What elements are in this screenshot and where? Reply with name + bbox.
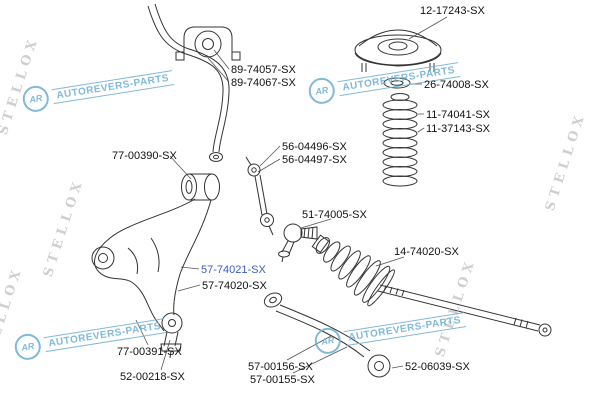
stabilizer-link-drawing xyxy=(245,156,274,236)
ar-logo-icon: AR xyxy=(20,83,51,114)
part-label-77-00391-sx[interactable]: 77-00391-SX xyxy=(117,346,182,358)
ar-logo-icon: AR xyxy=(12,331,43,362)
part-label-89-74067-sx[interactable]: 89-74067-SX xyxy=(231,77,296,89)
part-label-57-00155-sx[interactable]: 57-00155-SX xyxy=(250,374,315,386)
part-label-11-74041-sx[interactable]: 11-74041-SX xyxy=(426,109,491,121)
part-label-51-74005-sx[interactable]: 51-74005-SX xyxy=(302,209,367,221)
part-label-26-74008-sx[interactable]: 26-74008-SX xyxy=(424,79,489,91)
leader-lines xyxy=(135,16,448,374)
strut-bearing-drawing xyxy=(383,77,411,89)
part-label-57-00156-sx[interactable]: 57-00156-SX xyxy=(248,361,313,373)
tie-rod-end-drawing xyxy=(278,223,318,263)
part-label-77-00390-sx[interactable]: 77-00390-SX xyxy=(112,150,177,162)
part-label-52-06039-sx[interactable]: 52-06039-SX xyxy=(405,361,470,373)
part-label-14-74020-sx[interactable]: 14-74020-SX xyxy=(394,246,459,258)
part-label-52-00218-sx[interactable]: 52-00218-SX xyxy=(120,371,185,383)
control-arm-drawing xyxy=(91,173,220,359)
strut-mount-drawing xyxy=(354,29,442,72)
part-label-56-04497-sx[interactable]: 56-04497-SX xyxy=(282,154,347,166)
ar-logo-icon: AR xyxy=(312,325,343,356)
part-label-57-74020-sx[interactable]: 57-74020-SX xyxy=(202,280,267,292)
part-label-11-37143-sx[interactable]: 11-37143-SX xyxy=(426,123,491,135)
stabilizer-bar-drawing xyxy=(147,3,230,162)
part-label-89-74057-sx[interactable]: 89-74057-SX xyxy=(231,64,296,76)
steering-rack-boot-drawing xyxy=(311,234,395,307)
ar-logo-icon: AR xyxy=(306,75,337,106)
stabilizer-clamp-drawing xyxy=(175,26,241,61)
part-label-56-04496-sx[interactable]: 56-04496-SX xyxy=(282,141,347,153)
inner-tie-rod-drawing xyxy=(377,284,552,337)
dust-boot-drawing xyxy=(382,93,418,187)
part-label-57-74021-sx[interactable]: 57-74021-SX xyxy=(201,264,266,276)
part-label-12-17243-sx[interactable]: 12-17243-SX xyxy=(420,5,485,17)
lateral-rod-drawing xyxy=(263,292,391,378)
